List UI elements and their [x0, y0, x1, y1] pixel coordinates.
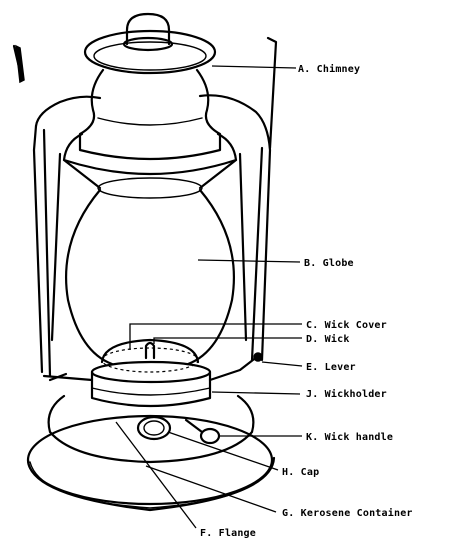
leader-kerosene: [146, 466, 276, 512]
globe-shape: [66, 190, 112, 364]
lever-shape: [210, 356, 258, 380]
leader-lever: [262, 362, 302, 366]
label-globe: B. Globe: [304, 258, 354, 269]
frame-right: [200, 95, 270, 360]
label-chimney: A. Chimney: [298, 63, 360, 75]
label-lever: E. Lever: [306, 362, 356, 373]
label-kerosene-container: G. Kerosene Container: [282, 507, 413, 519]
label-wick-handle: K. Wick handle: [306, 431, 393, 443]
label-cap: H. Cap: [282, 467, 319, 478]
label-wickholder: J. Wickholder: [306, 388, 387, 400]
leader-chimney: [212, 66, 296, 68]
label-wick-cover: C. Wick Cover: [306, 319, 387, 331]
chimney-body: [80, 70, 220, 159]
label-flange: F. Flange: [200, 528, 256, 539]
frame-left: [36, 97, 100, 126]
wick-tip: [146, 343, 154, 358]
base-ellipse: [28, 416, 272, 504]
leader-globe: [198, 260, 300, 262]
leader-wick-cover: [130, 324, 302, 350]
wickholder-band: [92, 372, 210, 406]
wick-handle-knob: [201, 429, 219, 443]
leader-cap: [168, 432, 278, 470]
leader-wickholder: [212, 392, 300, 394]
label-wick: D. Wick: [306, 333, 350, 345]
knob-rim: [124, 38, 172, 50]
